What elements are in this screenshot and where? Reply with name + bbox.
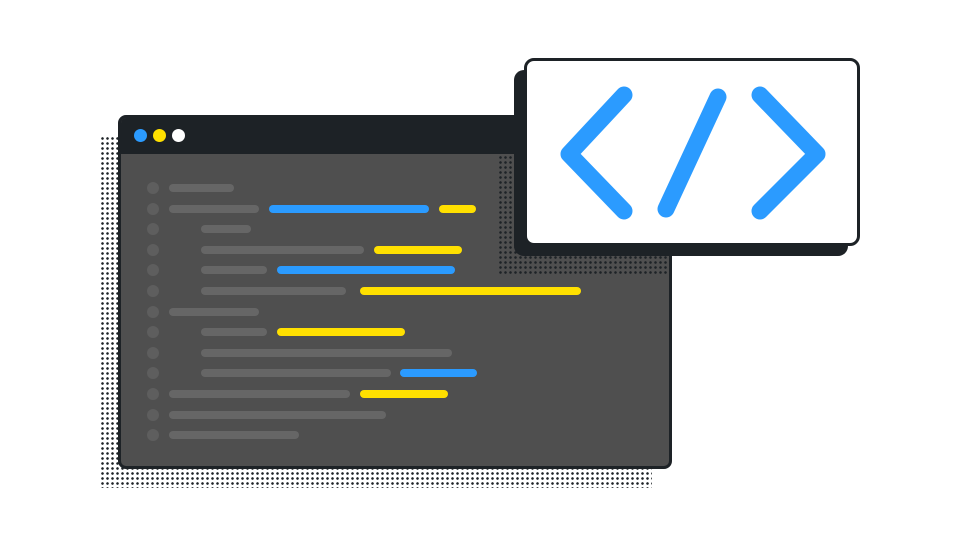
line-bullet [147, 367, 159, 380]
line-bullet [147, 243, 159, 256]
line-bullet [147, 202, 159, 215]
code-placeholder-bar [169, 410, 386, 419]
code-line [121, 388, 669, 400]
line-bullet [147, 429, 159, 442]
yellow-code-highlight [360, 287, 581, 295]
slash-mark [657, 88, 727, 218]
code-placeholder-bar [169, 204, 259, 213]
window-dot-yellow [153, 129, 166, 142]
code-placeholder-bar [169, 431, 299, 440]
line-bullet [147, 264, 159, 277]
code-line [121, 264, 669, 277]
line-bullet [147, 388, 159, 400]
window-dot-blue [134, 129, 147, 142]
greater-than-bracket [751, 86, 826, 220]
code-line [121, 326, 669, 339]
code-line [121, 223, 669, 236]
code-placeholder-bar [201, 328, 267, 337]
code-line [121, 408, 669, 421]
code-placeholder-bar [201, 348, 452, 357]
blue-code-highlight [269, 204, 429, 213]
code-placeholder-bar [201, 369, 391, 378]
code-brackets-icon [560, 86, 826, 220]
blue-code-highlight [277, 266, 455, 275]
code-placeholder-bar [201, 225, 251, 234]
line-bullet [147, 285, 159, 297]
code-line [121, 202, 669, 215]
code-line [121, 285, 669, 297]
line-bullet [147, 182, 159, 194]
code-line [121, 305, 669, 318]
code-placeholder-bar [169, 390, 350, 398]
code-line [121, 182, 669, 194]
code-line [121, 367, 669, 380]
code-placeholder-bar [201, 266, 267, 275]
code-placeholder-bar [201, 287, 346, 295]
code-line [121, 346, 669, 359]
line-bullet [147, 408, 159, 421]
line-bullet [147, 326, 159, 339]
yellow-code-highlight [374, 245, 462, 254]
line-bullet [147, 223, 159, 236]
code-line [121, 429, 669, 442]
line-bullet [147, 346, 159, 359]
yellow-code-highlight [360, 390, 448, 398]
code-placeholder-bar [169, 307, 259, 316]
code-symbol-card [524, 58, 860, 246]
code-placeholder-bar [169, 184, 234, 192]
window-dot-white [172, 129, 185, 142]
less-than-bracket [560, 86, 633, 220]
yellow-code-highlight [439, 204, 476, 213]
code-line [121, 243, 669, 256]
line-bullet [147, 305, 159, 318]
blue-code-highlight [400, 369, 477, 378]
code-placeholder-bar [201, 245, 364, 254]
yellow-code-highlight [277, 328, 405, 337]
